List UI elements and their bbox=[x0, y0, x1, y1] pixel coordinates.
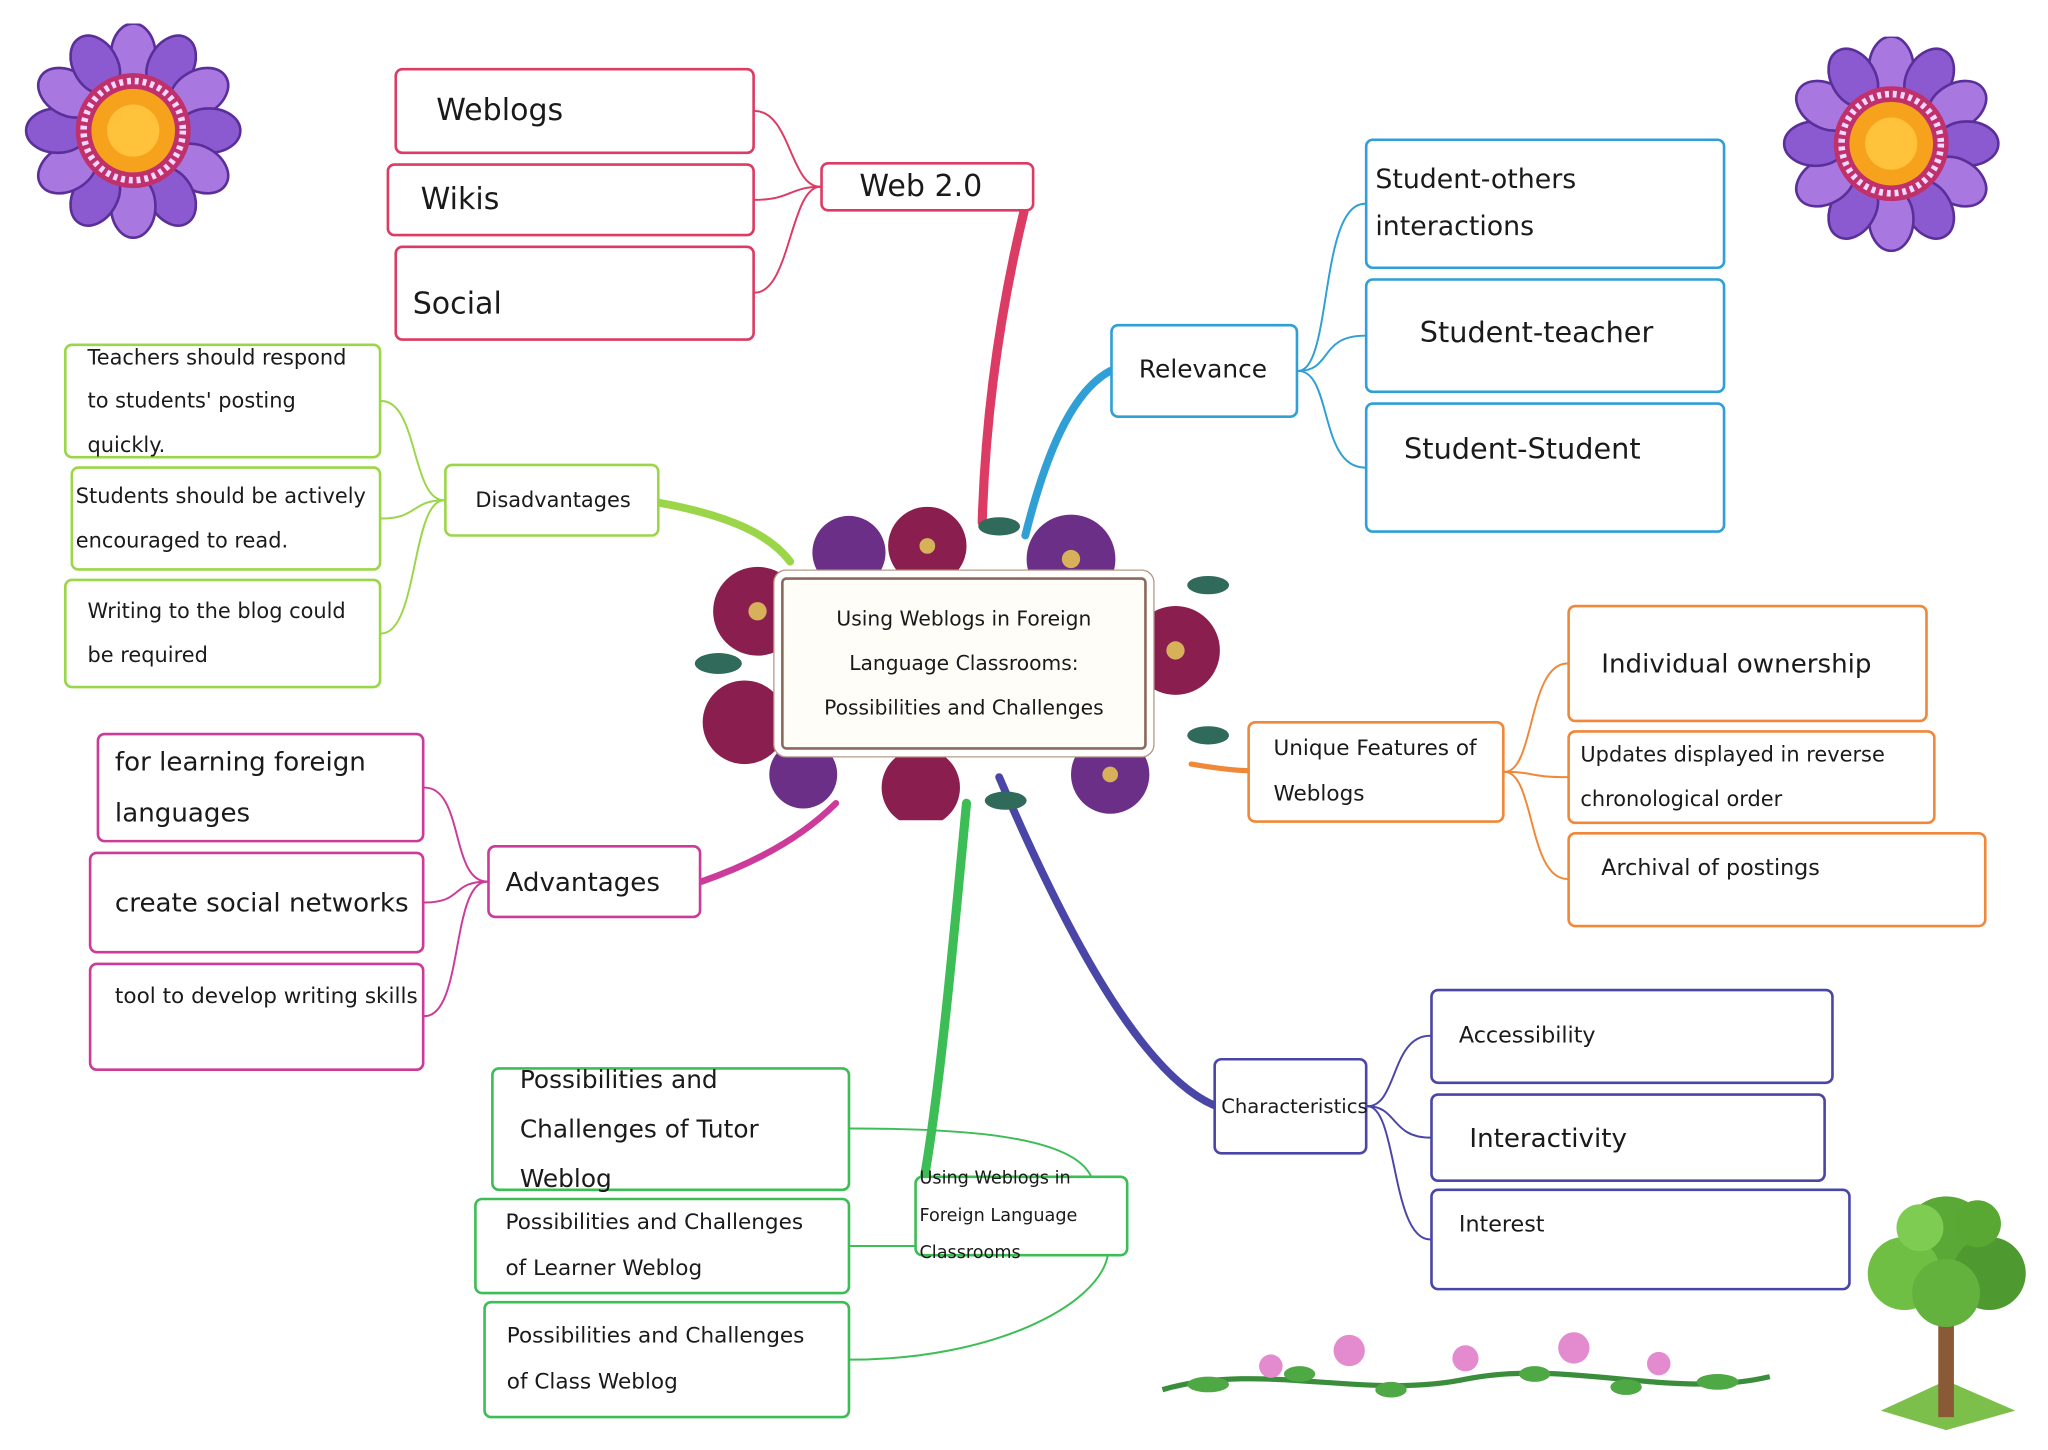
writing-skills-node: tool to develop writing skills bbox=[88, 962, 425, 1072]
characteristics-fan-1 bbox=[1366, 1034, 1432, 1108]
social-networks-node: create social networks bbox=[88, 851, 425, 954]
weblogs-node: Weblogs bbox=[394, 67, 755, 155]
learning-languages-node: for learning foreign languages bbox=[96, 732, 425, 843]
teachers-respond-node: Teachers should respond to students' pos… bbox=[63, 343, 382, 459]
disadvantages-fan-1 bbox=[380, 399, 446, 502]
students-encouraged-node: Students should be actively encouraged t… bbox=[70, 466, 382, 571]
relevance-fan-1 bbox=[1297, 202, 1366, 372]
unique-main-connector bbox=[1188, 761, 1250, 774]
disadvantages-node: Disadvantages bbox=[444, 463, 660, 537]
advantages-fan-3 bbox=[423, 880, 489, 1018]
web-fan-wikis bbox=[753, 185, 822, 201]
archival-postings-node: Archival of postings bbox=[1567, 831, 1987, 928]
unique-fan-3 bbox=[1503, 770, 1569, 880]
characteristics-fan-2 bbox=[1366, 1105, 1432, 1139]
student-others-node: Student-others interactions bbox=[1364, 138, 1726, 270]
disadvantages-fan-3 bbox=[380, 499, 446, 635]
floral-vine-icon bbox=[1161, 1332, 1771, 1398]
social-node: Social bbox=[394, 245, 755, 341]
using-fan-3 bbox=[849, 1255, 1109, 1361]
characteristics-node: Characteristics bbox=[1213, 1057, 1368, 1155]
tree-icon bbox=[1867, 1196, 2026, 1431]
unique-features-node: Unique Features of Weblogs bbox=[1247, 720, 1505, 823]
relevance-fan-3 bbox=[1297, 369, 1366, 469]
using-fan-1 bbox=[849, 1127, 1092, 1177]
disadvantages-fan-2 bbox=[380, 499, 446, 520]
using-main-connector bbox=[920, 798, 972, 1181]
learner-weblog-node: Possibilities and Challenges of Learner … bbox=[474, 1197, 851, 1295]
individual-ownership-node: Individual ownership bbox=[1567, 604, 1928, 723]
central-topic: Using Weblogs in Foreign Language Classr… bbox=[781, 577, 1147, 750]
flower-top-right-icon bbox=[1782, 36, 2000, 253]
writing-required-node: Writing to the blog could be required bbox=[63, 578, 382, 689]
flower-top-left-icon bbox=[24, 23, 242, 240]
advantages-node: Advantages bbox=[487, 845, 702, 919]
unique-fan-1 bbox=[1503, 662, 1569, 773]
accessibility-node: Accessibility bbox=[1430, 988, 1834, 1085]
characteristics-main-connector bbox=[995, 773, 1218, 1109]
web-fan-weblogs bbox=[753, 110, 822, 188]
advantages-fan-2 bbox=[423, 880, 489, 904]
relevance-fan-2 bbox=[1297, 334, 1366, 372]
interactivity-node: Interactivity bbox=[1430, 1093, 1826, 1183]
using-weblogs-node: Using Weblogs in Foreign Language Classr… bbox=[914, 1168, 1129, 1263]
web-main-connector bbox=[977, 207, 1029, 528]
reverse-chronological-node: Updates displayed in reverse chronologic… bbox=[1567, 730, 1936, 825]
relevance-node: Relevance bbox=[1110, 323, 1299, 418]
class-weblog-node: Possibilities and Challenges of Class We… bbox=[483, 1300, 851, 1419]
student-teacher-node: Student-teacher bbox=[1364, 278, 1726, 394]
advantages-main-connector bbox=[698, 799, 840, 885]
web-2-0-node: Web 2.0 bbox=[820, 161, 1035, 212]
center-wreath-icon bbox=[694, 506, 1230, 821]
disadvantages-main-connector bbox=[655, 498, 795, 566]
advantages-fan-1 bbox=[423, 786, 489, 883]
characteristics-fan-3 bbox=[1366, 1105, 1432, 1241]
student-student-node: Student-Student bbox=[1364, 402, 1726, 533]
unique-fan-2 bbox=[1503, 770, 1569, 779]
relevance-main-connector bbox=[1021, 367, 1115, 540]
interest-node: Interest bbox=[1430, 1188, 1851, 1291]
central-topic-text: Using Weblogs in Foreign Language Classr… bbox=[824, 607, 1104, 720]
wikis-node: Wikis bbox=[386, 163, 755, 237]
tutor-weblog-node: Possibilities and Challenges of Tutor We… bbox=[491, 1065, 851, 1193]
web-fan-social bbox=[753, 185, 822, 294]
